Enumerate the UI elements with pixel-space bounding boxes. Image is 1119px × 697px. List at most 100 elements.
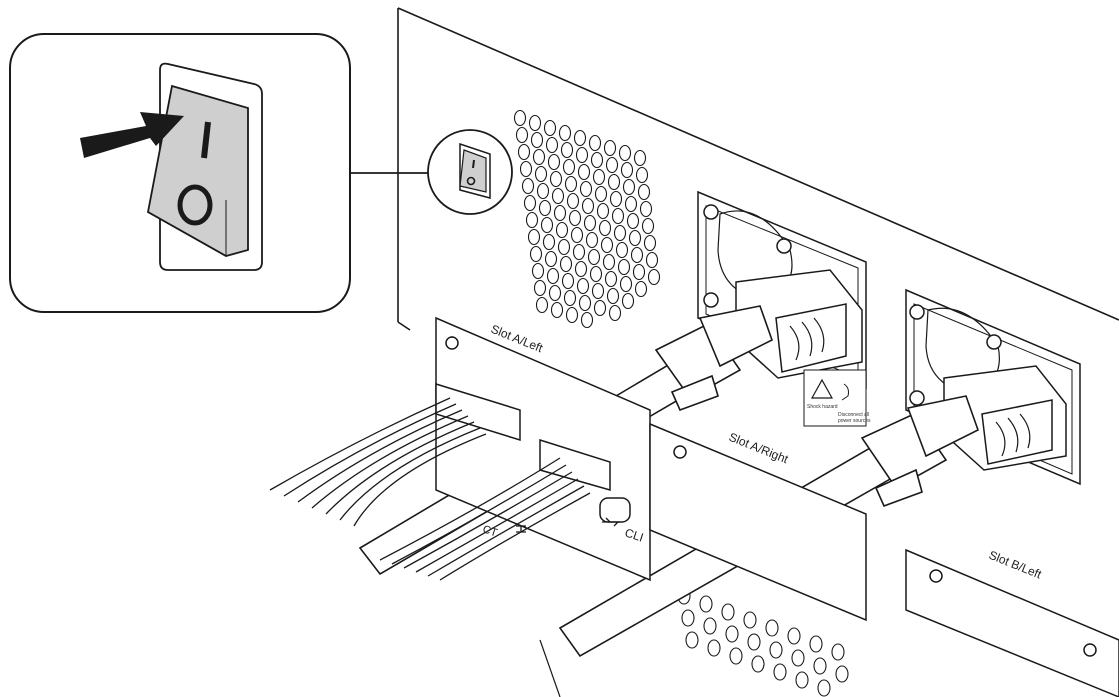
vent-hole [529,245,543,263]
lower-vent-holes [677,587,849,697]
vent-hole [534,165,548,183]
vent-hole [568,209,582,227]
rocker-switch[interactable] [146,84,249,257]
vent-hole [576,277,590,295]
vent-hole [615,241,629,259]
vent-hole [573,129,587,147]
vent-hole [769,641,783,659]
vent-hole [592,168,606,186]
vent-hole [530,131,544,149]
vent-hole [561,272,575,290]
vent-hole [813,657,827,675]
vent-hole [549,170,563,188]
fiber-cable [297,409,463,503]
vent-hole [617,258,631,276]
vent-hole [562,158,576,176]
vent-hole [773,663,787,681]
cli-port-label: CLI [623,526,645,545]
vent-hole [618,144,632,162]
vent-hole [787,627,801,645]
vent-hole [553,204,567,222]
vent-hole [533,279,547,297]
vent-hole [643,234,657,252]
vent-hole [729,647,743,665]
vent-hole [633,149,647,167]
vent-hole [645,251,659,269]
vent-hole [747,633,761,651]
vent-hole [630,246,644,264]
vent-hole [725,625,739,643]
ethernet-icon [516,525,526,533]
fiber-cable [283,403,457,497]
vent-hole [647,268,661,286]
vent-hole [606,287,620,305]
vent-hole [637,183,651,201]
vent-hole [598,219,612,237]
fiber-cable [325,421,475,515]
switch-location-marker [427,129,513,215]
vent-hole [590,151,604,169]
vent-hole [817,679,831,697]
usb-icon [602,517,620,527]
vent-hole [540,216,554,234]
vent-hole [525,211,539,229]
screw-icon [703,204,719,220]
vent-hole [560,141,574,159]
switch-off-symbol [177,184,213,226]
vent-hole [575,146,589,164]
vent-hole [628,229,642,247]
vent-hole [513,109,527,127]
ct-port-label: CT [481,523,499,539]
vent-hole [611,207,625,225]
vent-hole [809,635,823,653]
vent-hole [528,114,542,132]
vent-hole [602,253,616,271]
vent-hole [564,175,578,193]
vent-hole [557,238,571,256]
vent-hole [547,153,561,171]
vent-hole [572,243,586,261]
vent-hole [578,294,592,312]
fan-vent-holes [513,109,661,329]
vent-hole [619,275,633,293]
fiber-cables [269,397,591,581]
chassis [397,7,1119,697]
slot-b-left-card [905,548,1119,697]
vent-hole [604,270,618,288]
switch-on-symbol [201,121,211,159]
vent-hole [570,226,584,244]
vent-hole [577,163,591,181]
slot-a-right-card [649,422,867,622]
vent-hole [580,311,594,329]
slot-b-left-label: Slot B/Left [987,548,1044,582]
vent-hole [641,217,655,235]
vent-hole [581,197,595,215]
vent-hole [596,202,610,220]
vent-hole [555,221,569,239]
vent-hole [527,228,541,246]
fiber-cable [415,478,579,573]
vent-hole [699,595,713,613]
vent-hole [531,262,545,280]
vent-hole [621,292,635,310]
fiber-cable [403,471,573,569]
vent-hole [546,267,560,285]
arrow-right-icon [80,112,184,158]
warning-right-caption-1: Disconnect all [838,412,869,418]
slot-a-left-card [435,316,651,582]
vent-hole [765,619,779,637]
vent-hole [550,301,564,319]
vent-hole [639,200,653,218]
vent-hole [632,263,646,281]
vent-hole [681,609,695,627]
vent-hole [603,139,617,157]
vent-hole [588,134,602,152]
fiber-cable [353,433,487,527]
vent-hole [721,603,735,621]
vent-hole [517,143,531,161]
vent-hole [532,148,546,166]
vent-hole [613,224,627,242]
warning-icon [810,378,834,399]
fiber-cable [339,427,481,521]
fiber-cable [391,464,567,565]
